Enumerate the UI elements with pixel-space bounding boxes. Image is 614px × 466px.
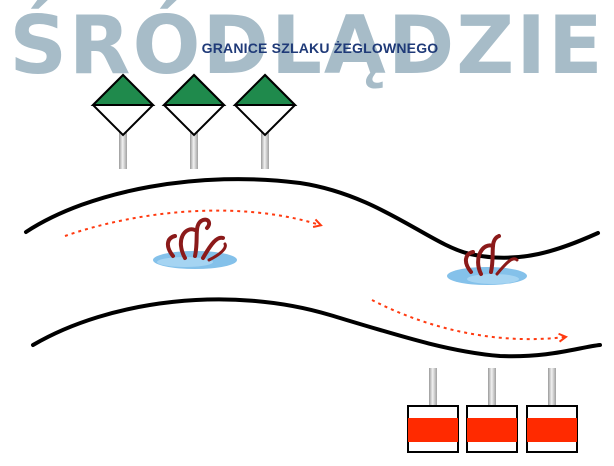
diamond-green-white-sign-icon (232, 73, 298, 169)
upper-shore-line (24, 177, 600, 260)
water-weed-icon (153, 217, 237, 269)
lower-shore-line (31, 297, 602, 359)
flow-arrow-1 (64, 209, 320, 237)
square-red-white-sign-icon (526, 368, 578, 453)
water-weed-icon (447, 234, 527, 285)
square-red-white-sign-icon (466, 368, 518, 453)
slide-title: ŚRÓDLĄDZIE (9, 0, 605, 92)
diamond-green-white-sign-icon (161, 73, 227, 169)
diamond-green-white-sign-icon (90, 73, 156, 169)
square-red-white-sign-icon (407, 368, 459, 453)
flow-arrow-2 (371, 299, 565, 339)
slide-subtitle: GRANICE SZLAKU ŻEGLOWNEGO (201, 40, 439, 56)
